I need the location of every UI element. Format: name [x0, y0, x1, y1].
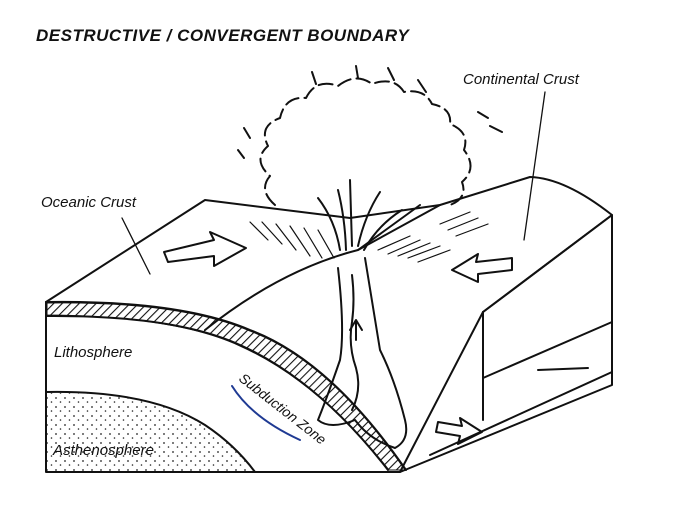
lithosphere-edge — [45, 300, 407, 471]
asthenosphere-label: Asthenosphere — [52, 442, 154, 459]
block-front-face — [45, 301, 484, 473]
lithosphere-label: Lithosphere — [54, 344, 132, 361]
diagram-title: DESTRUCTIVE / CONVERGENT BOUNDARY — [36, 26, 410, 45]
asthenosphere-region — [47, 392, 254, 471]
continental-crust-label: Continental Crust — [463, 71, 580, 88]
magma-rise-arrow — [349, 319, 363, 341]
block-top-surface — [45, 176, 613, 313]
annotation-underline — [231, 385, 301, 441]
subducting-slab — [46, 302, 406, 471]
mantle-flow-arrow — [435, 417, 483, 445]
block-right-face — [399, 214, 613, 473]
eruption-cloud — [259, 77, 472, 206]
oceanic-crust-label: Oceanic Crust — [41, 194, 137, 211]
oceanic-plate-arrow — [163, 231, 247, 267]
continental-plate-arrow — [451, 253, 513, 283]
asthenosphere-boundary — [45, 390, 256, 473]
trench-line — [204, 204, 421, 331]
